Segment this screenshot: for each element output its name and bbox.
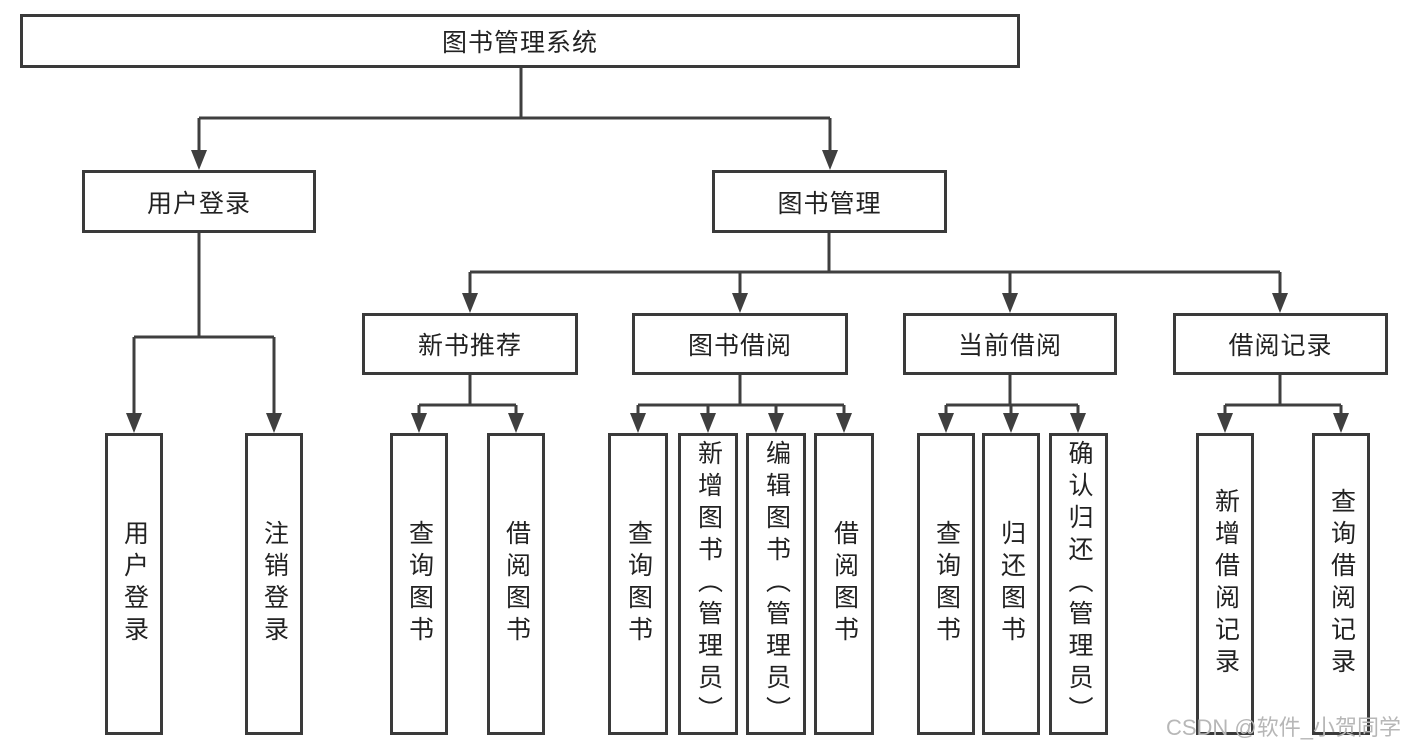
node-book-borrow: 图书借阅 <box>632 313 848 375</box>
node-current-borrow: 当前借阅 <box>903 313 1117 375</box>
connector-root-to-level2 <box>197 68 832 153</box>
leaf-query-books-recommend: 查询图书 <box>390 433 448 735</box>
arrowhead <box>1070 413 1086 433</box>
leaf-user-login: 用户登录 <box>105 433 163 735</box>
arrowhead <box>411 413 427 433</box>
leaf-borrow-books-recommend: 借阅图书 <box>487 433 545 735</box>
leaf-confirm-return-admin: 确认归还（管理员） <box>1049 433 1108 735</box>
node-root: 图书管理系统 <box>20 14 1020 68</box>
leaf-add-book-admin-label: 新增图书（管理员） <box>694 440 723 728</box>
leaf-query-borrow-record: 查询借阅记录 <box>1312 433 1370 735</box>
leaf-edit-book-admin: 编辑图书（管理员） <box>746 433 806 735</box>
arrowhead <box>1272 293 1288 313</box>
arrowhead <box>1217 413 1233 433</box>
connector-new-book-to-leaves <box>417 375 518 416</box>
arrowhead <box>191 150 207 170</box>
arrowhead <box>822 150 838 170</box>
leaf-query-books-recommend-label: 查询图书 <box>405 520 434 648</box>
arrowhead <box>1003 413 1019 433</box>
node-borrow-records: 借阅记录 <box>1173 313 1388 375</box>
node-user-login-label: 用户登录 <box>146 189 251 218</box>
node-current-borrow-label: 当前借阅 <box>957 332 1062 360</box>
arrowhead <box>768 413 784 433</box>
leaf-return-books-label: 归还图书 <box>997 520 1026 648</box>
leaf-user-login-label: 用户登录 <box>120 520 149 648</box>
node-root-label: 图书管理系统 <box>441 29 598 57</box>
arrowhead <box>462 293 478 313</box>
leaf-logout: 注销登录 <box>245 433 303 735</box>
arrowhead <box>1002 293 1018 313</box>
leaf-query-books-borrow-label: 查询图书 <box>624 520 653 648</box>
arrowhead <box>126 413 142 433</box>
connector-borrow-records-to-leaves <box>1223 375 1343 416</box>
node-new-book-recommend: 新书推荐 <box>362 313 578 375</box>
node-user-login: 用户登录 <box>82 170 316 233</box>
leaf-add-book-admin: 新增图书（管理员） <box>678 433 738 735</box>
leaf-confirm-return-admin-label: 确认归还（管理员） <box>1065 440 1093 728</box>
leaf-add-borrow-record: 新增借阅记录 <box>1196 433 1254 735</box>
leaf-add-borrow-record-label: 新增借阅记录 <box>1211 488 1240 680</box>
arrowhead <box>836 413 852 433</box>
leaf-edit-book-admin-label: 编辑图书（管理员） <box>762 440 791 728</box>
connector-book-borrow-to-leaves <box>636 375 846 416</box>
leaf-logout-label: 注销登录 <box>260 520 289 648</box>
arrowhead <box>938 413 954 433</box>
csdn-watermark: CSDN @软件_小贺同学 <box>1165 715 1401 740</box>
leaf-query-borrow-record-label: 查询借阅记录 <box>1327 488 1356 680</box>
leaf-query-books-current-label: 查询图书 <box>932 520 961 648</box>
leaf-borrow-books: 借阅图书 <box>814 433 874 735</box>
node-book-borrow-label: 图书借阅 <box>687 332 792 360</box>
node-book-management: 图书管理 <box>712 170 947 233</box>
node-book-management-label: 图书管理 <box>777 189 882 218</box>
arrowhead <box>700 413 716 433</box>
arrowhead <box>1333 413 1349 433</box>
leaf-query-books-current: 查询图书 <box>917 433 975 735</box>
leaf-query-books-borrow: 查询图书 <box>608 433 668 735</box>
leaf-borrow-books-label: 借阅图书 <box>830 520 859 648</box>
leaf-borrow-books-recommend-label: 借阅图书 <box>502 520 531 648</box>
arrowhead <box>630 413 646 433</box>
connector-book-mgmt-to-level3 <box>468 233 1282 296</box>
connector-user-login-to-leaves <box>132 233 276 416</box>
arrowhead <box>508 413 524 433</box>
node-new-book-recommend-label: 新书推荐 <box>417 332 522 360</box>
arrowhead <box>266 413 282 433</box>
leaf-return-books: 归还图书 <box>982 433 1040 735</box>
node-borrow-records-label: 借阅记录 <box>1228 332 1333 360</box>
connector-current-borrow-to-leaves <box>944 375 1080 416</box>
arrowhead <box>732 293 748 313</box>
